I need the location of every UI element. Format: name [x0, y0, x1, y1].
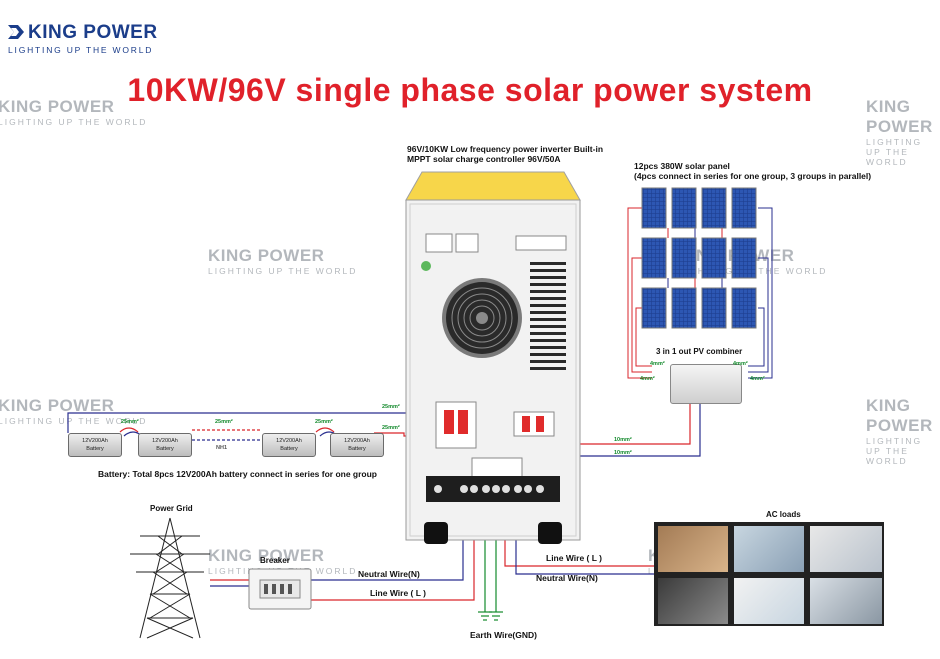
pv-main-cable-size: 10mm² — [614, 437, 632, 443]
ac-loads-panel — [654, 522, 884, 626]
load-image-refrigerator — [808, 576, 884, 626]
power-grid-label: Power Grid — [150, 504, 193, 513]
pv-array-wiring — [627, 207, 773, 379]
transmission-tower-icon — [130, 517, 210, 639]
earth-wire-label: Earth Wire(GND) — [470, 630, 537, 640]
page-title: 10KW/96V single phase solar power system — [127, 72, 813, 108]
load-image-laptop — [732, 524, 806, 574]
breaker-box — [248, 568, 312, 610]
load-image-induction-cooker — [656, 576, 730, 626]
battery-link-cable-size: 25mm² — [121, 419, 139, 425]
battery-caption: Battery: Total 8pcs 12V200Ah battery con… — [98, 469, 378, 479]
pv-combiner-box — [670, 364, 742, 404]
brand-logo: KING POWER LIGHTING UP THE WORLD — [8, 22, 158, 55]
vent-slots — [530, 262, 566, 370]
pv-cable-size: 4mm² — [650, 361, 665, 367]
battery-main-cable-size: 25mm² — [382, 425, 400, 431]
ground-symbol-icon — [489, 611, 503, 621]
battery-link-cable-size: 25mm² — [315, 419, 333, 425]
solar-panel-row-2 — [641, 237, 757, 279]
pv-cable-size: 4mm² — [733, 361, 748, 367]
breaker-label: Breaker — [260, 556, 290, 565]
brand-name: KING POWER — [28, 22, 158, 43]
battery-nh-label: NH1 — [216, 445, 228, 451]
load-image-cooking — [656, 524, 730, 574]
ground-symbol-icon — [478, 611, 492, 621]
caster-wheels — [424, 522, 562, 544]
pv-cable-size: 4mm² — [640, 376, 655, 382]
line-wire-label-grid: Line Wire ( L ) — [370, 588, 426, 598]
brand-tagline: LIGHTING UP THE WORLD — [8, 45, 154, 55]
load-image-fan — [808, 524, 884, 574]
pv-cable-size: 4mm² — [750, 376, 765, 382]
solar-panel-label: 12pcs 380W solar panel (4pcs connect in … — [634, 161, 872, 181]
neutral-wire-label-grid: Neutral Wire(N) — [358, 569, 420, 579]
pv-combiner-label: 3 in 1 out PV combiner — [656, 347, 743, 356]
solar-panel-array — [641, 187, 757, 329]
inverter-label: 96V/10KW Low frequency power inverter Bu… — [407, 144, 604, 164]
battery-link-cable-size: 25mm² — [215, 419, 233, 425]
line-wire-label-load: Line Wire ( L ) — [546, 553, 602, 563]
solar-panel-row-3 — [641, 287, 757, 329]
grid-to-breaker — [210, 579, 250, 587]
neutral-wire-label-load: Neutral Wire(N) — [536, 573, 598, 583]
load-image-air-conditioner — [732, 576, 806, 626]
inverter-illustration — [405, 171, 581, 544]
battery-main-cable-size: 25mm² — [382, 404, 400, 410]
solar-panel-row-1 — [641, 187, 757, 229]
pv-main-cable-size: 10mm² — [614, 450, 632, 456]
cooling-fan-icon — [442, 278, 522, 358]
logo-mark-icon — [8, 25, 24, 39]
ac-loads-label: AC loads — [766, 510, 801, 519]
